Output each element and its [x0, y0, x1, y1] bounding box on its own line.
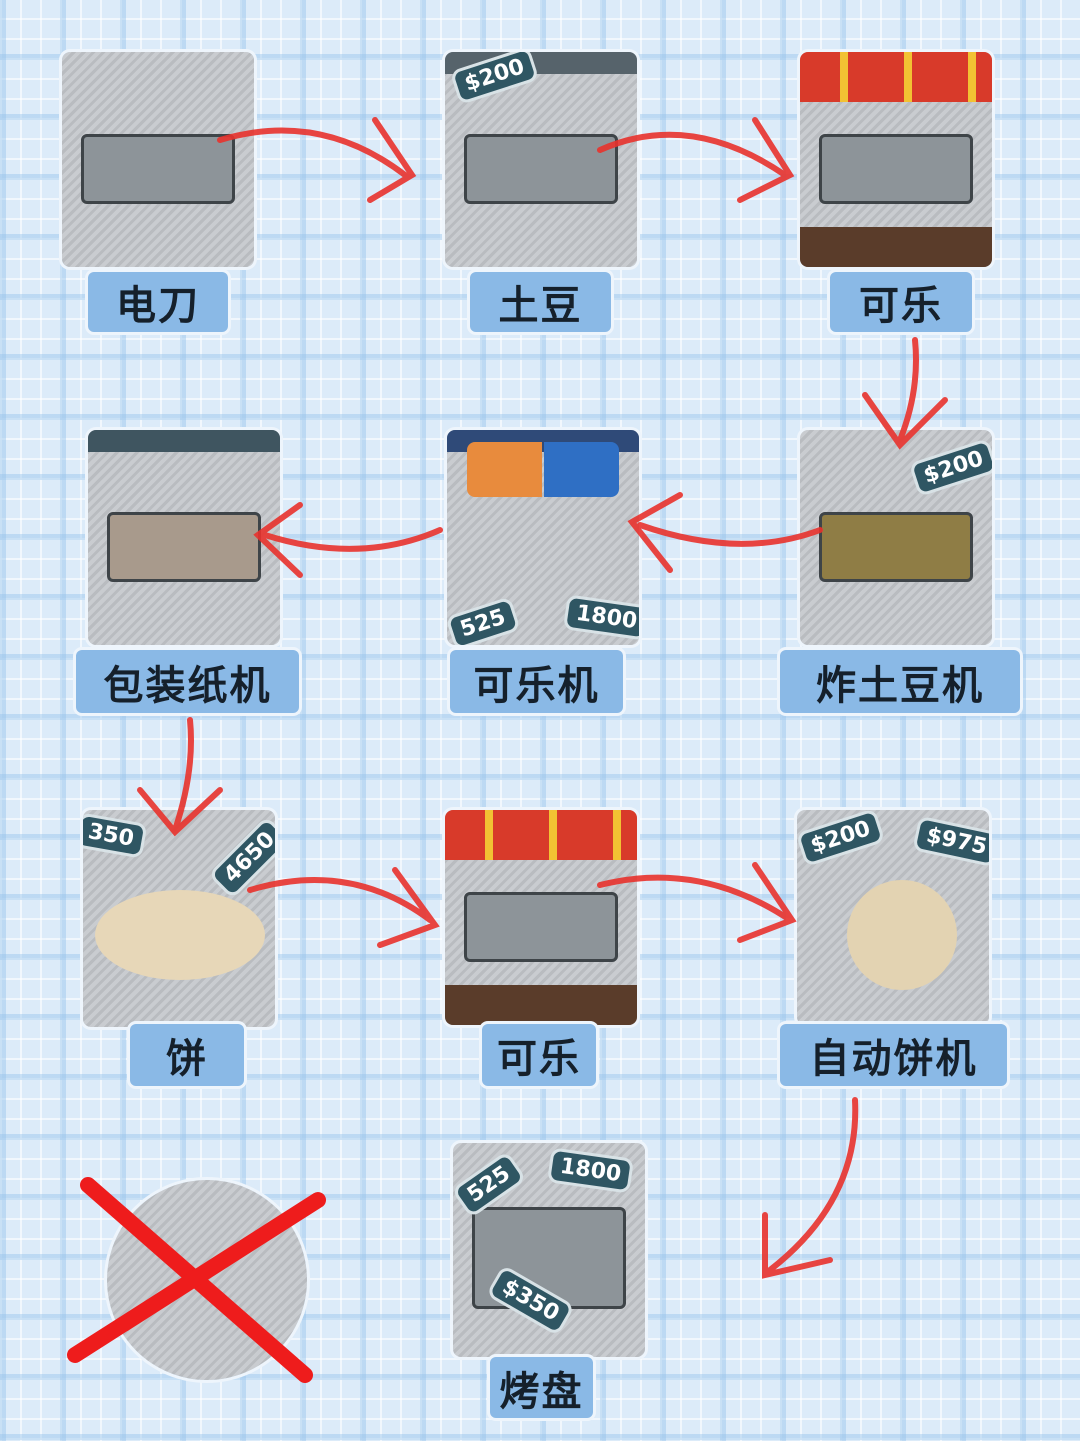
tile-potato: $200	[445, 52, 637, 267]
tile-baking-tray: 525 1800 $350	[453, 1143, 645, 1357]
tile-auto-flatbread-machine: $200 $975	[797, 810, 989, 1025]
label-step-7: 饼	[130, 1024, 244, 1086]
label-step-2: 土豆	[470, 272, 611, 332]
tile-cola-machine: 525 1800	[447, 430, 639, 645]
price-tag: 1800	[546, 1147, 635, 1194]
crossed-out-item	[107, 1180, 307, 1380]
tile-cola-2	[445, 810, 637, 1025]
label-step-5: 可乐机	[450, 650, 623, 713]
price-tag: 4650	[207, 815, 275, 900]
label-step-10: 烤盘	[490, 1357, 593, 1418]
tile-flatbread: 350 4650	[83, 810, 275, 1027]
tile-wrapper-machine	[88, 430, 280, 645]
price-tag: $975	[912, 815, 989, 868]
price-tag: 1800	[562, 594, 639, 641]
tile-cola	[800, 52, 992, 267]
arrow-9-10	[762, 1097, 859, 1279]
price-tag: 525	[447, 596, 521, 645]
label-step-1: 电刀	[88, 272, 228, 332]
label-step-9: 自动饼机	[780, 1024, 1007, 1086]
arrow-6-5	[627, 492, 823, 573]
price-tag: $200	[797, 810, 886, 868]
label-step-4: 包装纸机	[76, 650, 299, 713]
label-step-3: 可乐	[830, 272, 972, 332]
label-step-8: 可乐	[482, 1024, 596, 1086]
price-tag: 350	[83, 812, 148, 859]
label-step-6: 炸土豆机	[780, 650, 1020, 713]
price-tag: $200	[908, 437, 992, 498]
arrow-5-4	[253, 502, 443, 578]
tile-electric-knife	[62, 52, 254, 267]
tile-fryer: $200	[800, 430, 992, 645]
arrow-7-8	[247, 867, 440, 948]
